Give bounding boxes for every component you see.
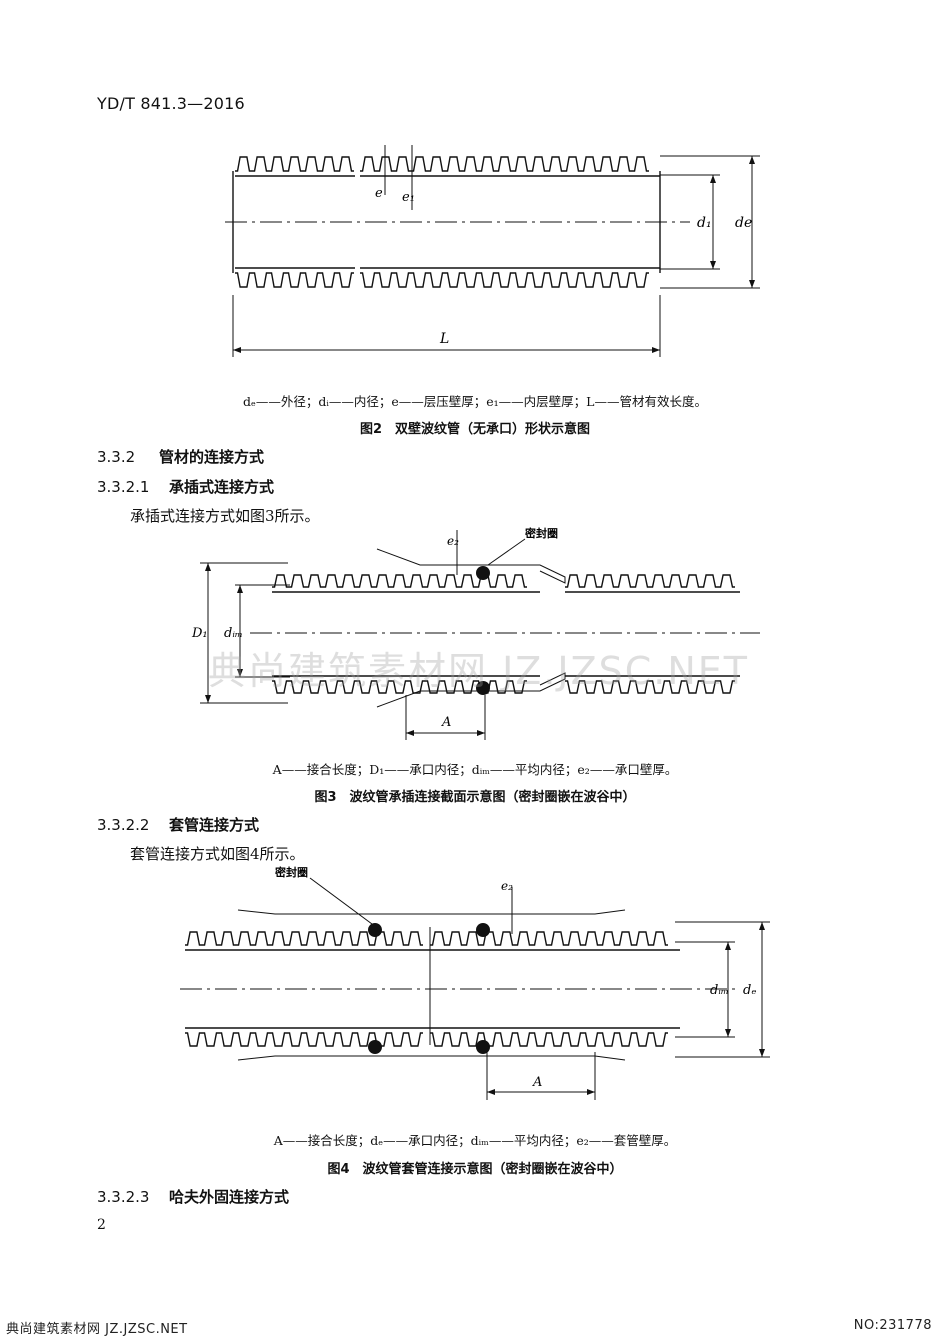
fig3-caption: 图3 波纹管承插连接截面示意图（密封圈嵌在波谷中） [314,790,636,805]
page-number: 2 [97,1217,106,1233]
figure-3-drawing: 密封圈 e₂ D₁ dᵢₘ A [191,526,760,740]
fig2-label-e: e [375,186,383,201]
paragraph-3-3-2-1: 承插式连接方式如图3所示。 [130,507,320,525]
fig4-label-dim: dᵢₘ [710,983,729,998]
fig4-label-seal: 密封圈 [275,865,308,879]
heading-3-3-2-2: 3.3.2.2 套管连接方式 [97,814,259,835]
fig2-pipe [232,156,661,288]
heading-number: 3.3.2 [97,448,136,466]
heading-title: 哈夫外固连接方式 [169,1188,290,1206]
fig4-label-e2: e₂ [501,879,513,893]
footer-site: 典尚建筑素材网 JZ.JZSC.NET [6,1322,188,1337]
fig2-caption: 图2 双壁波纹管（无承口）形状示意图 [359,422,591,437]
heading-number: 3.3.2.2 [97,816,150,834]
heading-title: 管材的连接方式 [159,448,265,466]
fig3-legend: A——接合长度；D₁——承口内径；dᵢₘ——平均内径；e₂——承口壁厚。 [272,762,678,777]
footer-number: NO:231778 [853,1318,932,1333]
fig2-label-d1: d₁ [697,215,712,231]
fig2-label-e1: e₁ [402,190,415,205]
fig4-label-A: A [532,1075,542,1090]
heading-title: 承插式连接方式 [169,478,275,496]
fig3-label-dim: dᵢₘ [224,626,243,641]
fig4-legend: A——接合长度；dₑ——承口内径；dᵢₘ——平均内径；e₂——套管壁厚。 [273,1133,677,1148]
fig4-caption: 图4 波纹管套管连接示意图（密封圈嵌在波谷中） [327,1162,623,1177]
heading-3-3-2: 3.3.2 管材的连接方式 [97,446,264,467]
heading-title: 套管连接方式 [169,816,260,834]
fig2-label-de: de [735,215,752,231]
heading-3-3-2-1: 3.3.2.1 承插式连接方式 [97,476,274,497]
standard-code: YD/T 841.3—2016 [97,94,245,113]
watermark: 典尚建筑素材网 JZ.JZSC.NET [208,649,750,693]
fig4-label-de: dₑ [743,983,756,998]
fig3-label-seal: 密封圈 [525,526,558,540]
heading-number: 3.3.2.1 [97,478,150,496]
fig3-label-A: A [441,715,451,730]
heading-number: 3.3.2.3 [97,1188,150,1206]
figure-4-drawing: 密封圈 e₂ dᵢₘ dₑ A [180,865,770,1100]
fig3-label-e2: e₂ [447,534,459,548]
fig3-label-D1: D₁ [191,626,208,641]
figure-2-drawing: e e₁ d₁ de L [225,145,760,357]
fig4-pipe [185,931,680,1047]
fig2-legend: dₑ——外径；dᵢ——内径；e——层压壁厚；e₁——内层壁厚；L——管材有效长度… [243,394,707,409]
paragraph-3-3-2-2: 套管连接方式如图4所示。 [130,845,305,863]
heading-3-3-2-3: 3.3.2.3 哈夫外固连接方式 [97,1186,289,1207]
fig2-label-L: L [439,331,449,347]
